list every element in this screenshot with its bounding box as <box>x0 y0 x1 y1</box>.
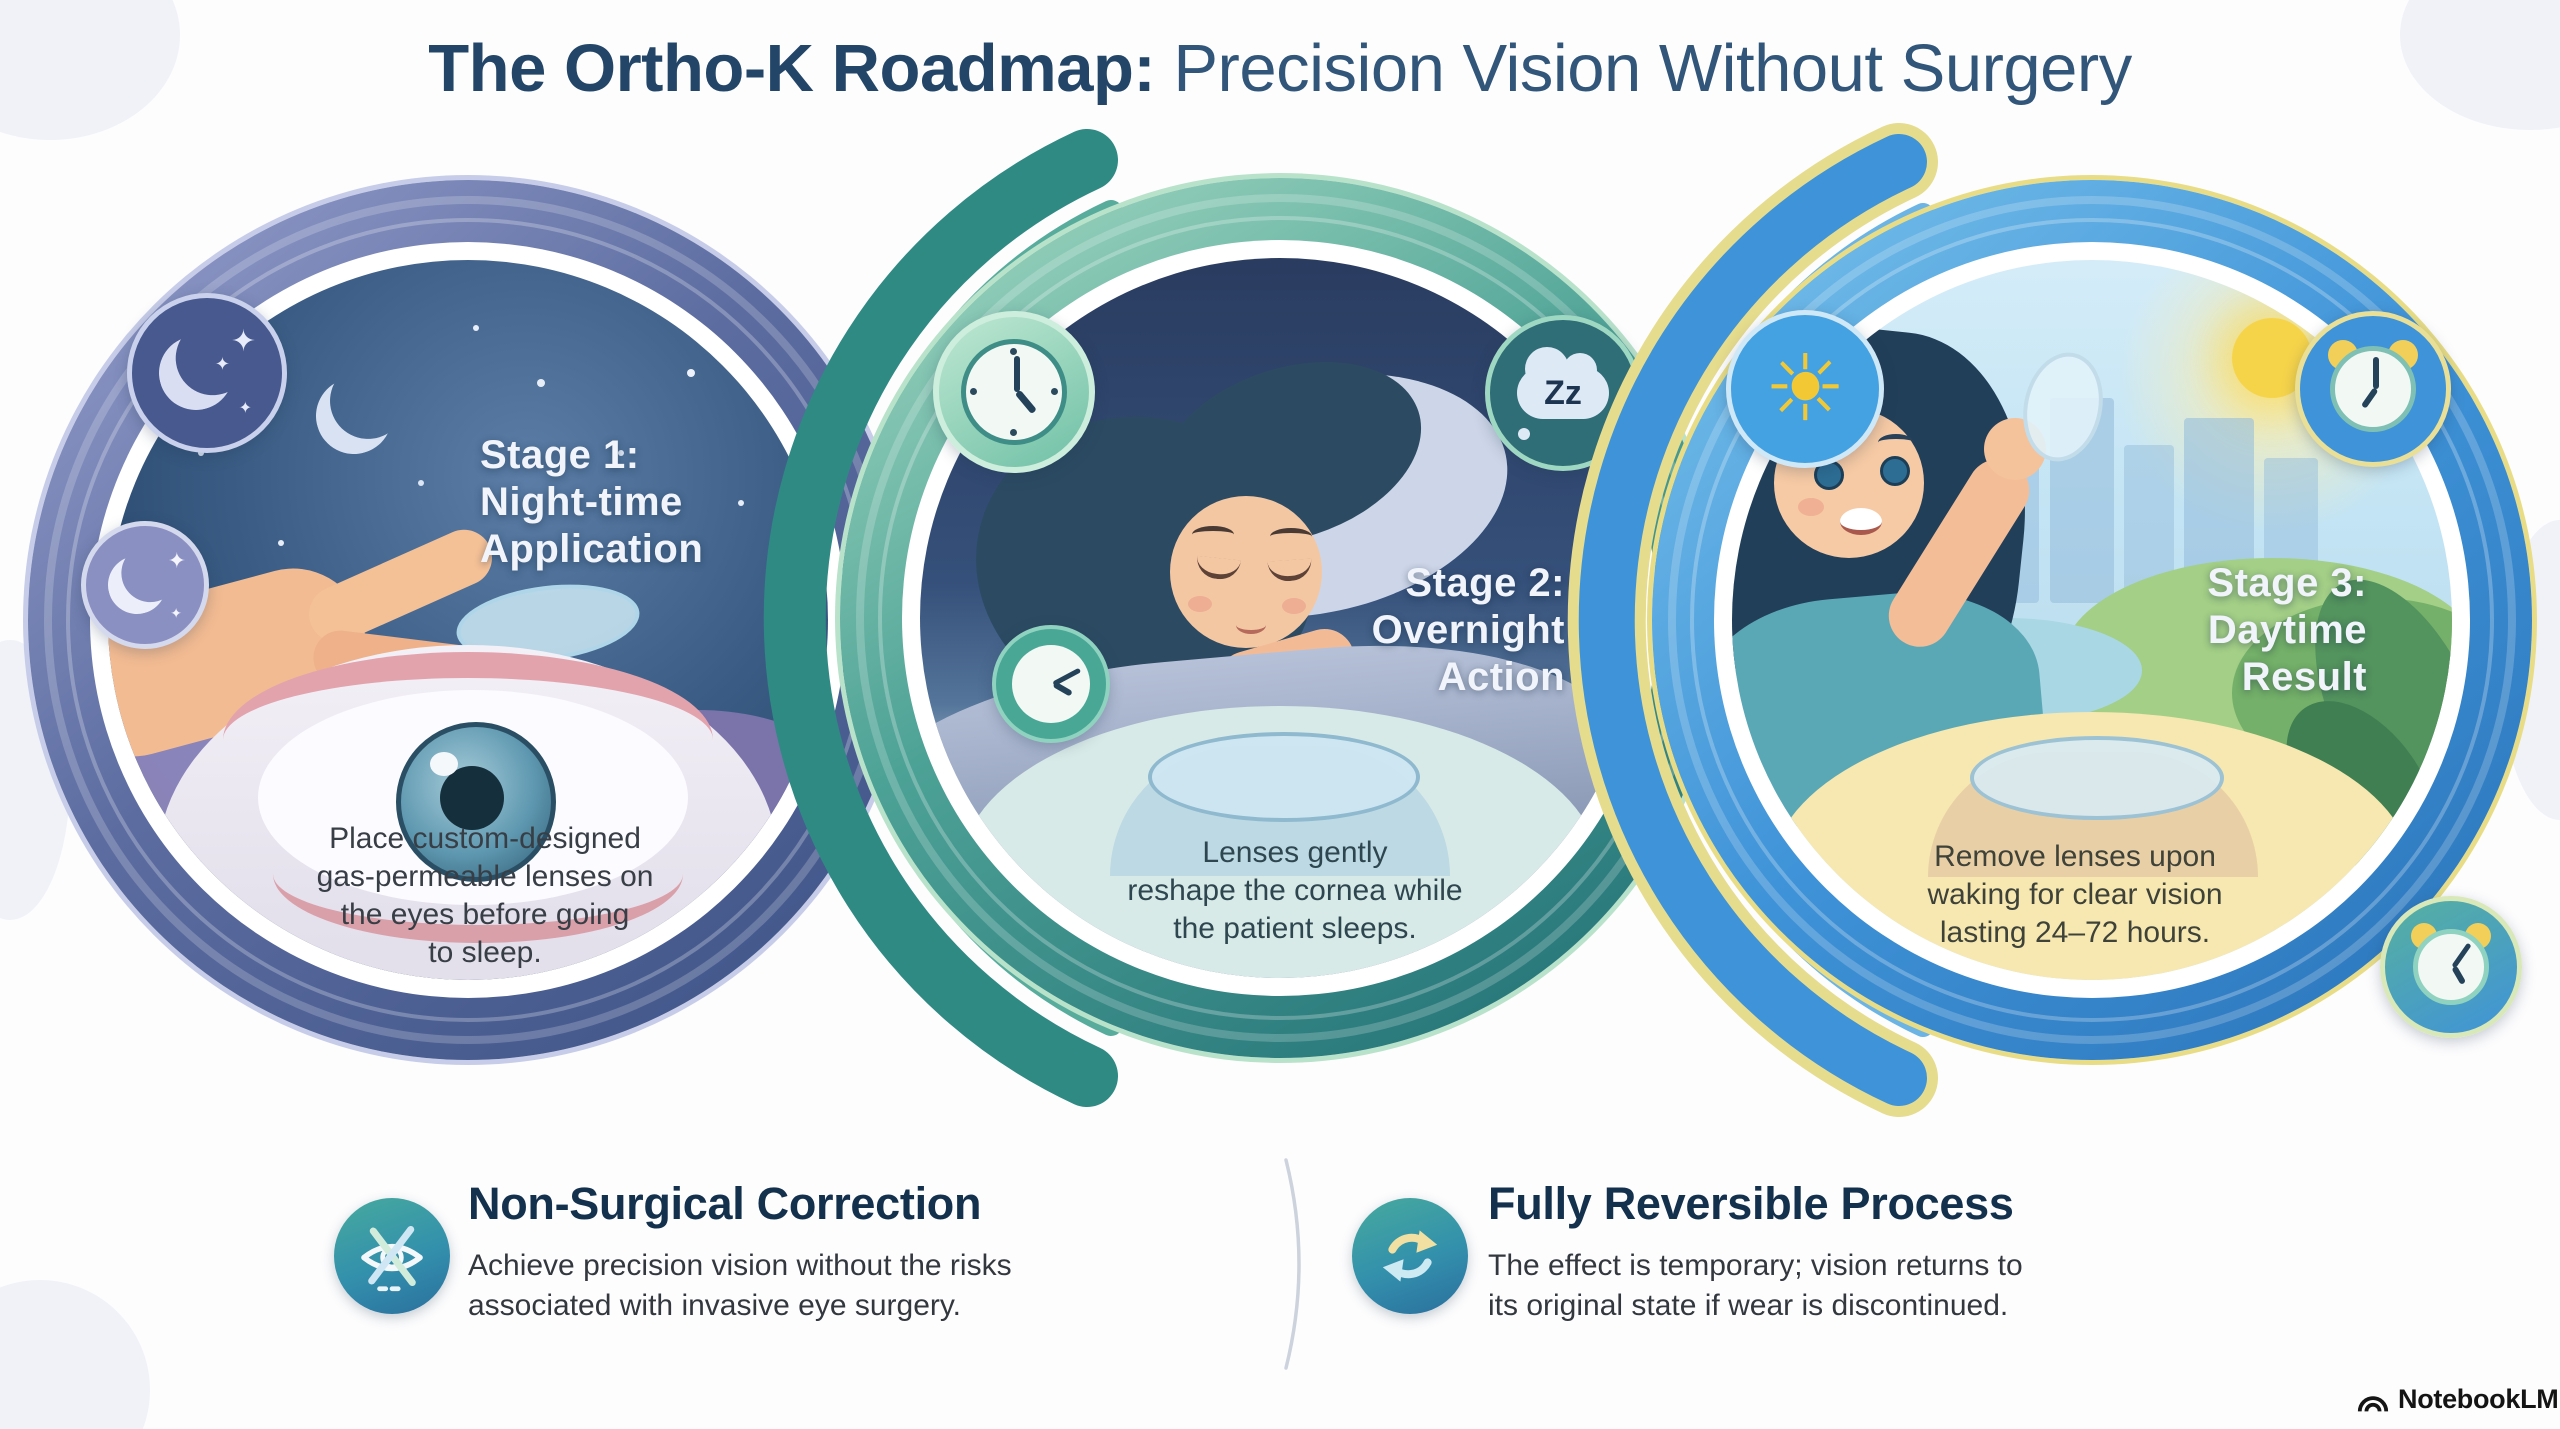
notebooklm-logo-icon <box>2357 1395 2389 1412</box>
stage-label-line: Stage 1: <box>480 433 640 477</box>
stage2-medallion: Stage 2: Overnight Action Lenses gently … <box>840 178 1720 1058</box>
stage1-medallion: Stage 1: Night-time Application Place cu… <box>28 180 908 1060</box>
stage-label-line: Action <box>1437 655 1565 699</box>
moon-sparkles-badge: ✦ ✦ <box>81 521 209 649</box>
clock-icon <box>1012 645 1090 723</box>
alarm-clock-badge <box>2380 896 2522 1038</box>
stage3-medallion: Stage 3: Daytime Result Remove lenses up… <box>1652 180 2532 1060</box>
alarm-clock-icon <box>2328 340 2418 432</box>
sparkle-icon: ✦ <box>167 548 186 573</box>
removed-lens <box>1970 736 2224 820</box>
stage2-caption: Lenses gently reshape the cornea while t… <box>1095 834 1495 948</box>
blush <box>1798 498 1824 516</box>
caption-line: to sleep. <box>428 936 542 969</box>
eyebrow <box>1878 434 1914 451</box>
cycle-arrows-glyph <box>1382 1230 1438 1282</box>
benefit-body-line: Achieve precision vision without the ris… <box>468 1249 1012 1282</box>
stage2-label: Stage 2: Overnight Action <box>1320 560 1565 701</box>
caption-line: gas-permeable lenses on <box>316 860 654 893</box>
sparkle-icon: ✦ <box>214 354 230 374</box>
sleep-zz-badge: Zz <box>1485 315 1641 471</box>
benefit1-body: Achieve precision vision without the ris… <box>468 1246 1012 1326</box>
sun-icon: ☀ <box>1763 335 1847 442</box>
caption-line: the patient sleeps. <box>1173 912 1417 945</box>
ring-streak <box>1690 218 2494 1022</box>
caption-line: Lenses gently <box>1202 836 1388 869</box>
caption-line: Remove lenses upon <box>1934 840 2216 873</box>
benefit-body-line: its original state if wear is discontinu… <box>1488 1289 2009 1322</box>
hour-hand <box>1052 681 1073 697</box>
stage-label-line: Daytime <box>2207 608 2367 652</box>
sun-badge: ☀ <box>1726 310 1884 468</box>
minute-hand <box>2451 942 2472 969</box>
clock-icon <box>961 339 1067 445</box>
small-clock-icon <box>992 625 1110 743</box>
stage1-label: Stage 1: Night-time Application <box>480 432 740 573</box>
benefit-body-line: associated with invasive eye surgery. <box>468 1289 962 1322</box>
eye-glint <box>430 752 458 776</box>
open-eye <box>1880 456 1910 486</box>
stage1-caption: Place custom-designed gas-permeable lens… <box>285 820 685 972</box>
caption-line: the eyes before going <box>340 898 630 931</box>
zz-text: Zz <box>1544 373 1582 412</box>
sparkle-icon: ✦ <box>230 325 256 358</box>
stage-label-line: Application <box>480 527 704 571</box>
hour-hand <box>2451 965 2467 985</box>
hour-hand <box>1014 389 1037 415</box>
no-surgery-icon <box>334 1198 450 1314</box>
moon-icon <box>306 368 402 464</box>
minute-hand <box>1014 356 1020 392</box>
stage1-illustration: Stage 1: Night-time Application Place cu… <box>108 260 828 980</box>
sleep-cloud-icon: Zz <box>1517 347 1609 419</box>
minute-hand <box>2373 357 2379 389</box>
crossed-scalpel-eye-glyph <box>361 1225 423 1292</box>
page-title: The Ortho-K Roadmap: Precision Vision Wi… <box>0 30 2560 107</box>
smile <box>1840 508 1882 535</box>
benefit2-body: The effect is temporary; vision returns … <box>1488 1246 2023 1326</box>
stage3-caption: Remove lenses upon waking for clear visi… <box>1875 838 2275 952</box>
moon-icon <box>101 549 172 620</box>
title-bold-part: The Ortho-K Roadmap: <box>428 31 1156 106</box>
notebooklm-watermark: NotebookLM <box>2356 1384 2559 1415</box>
benefit-divider <box>1284 1158 1301 1370</box>
blush <box>1282 598 1306 614</box>
stage-label-line: Stage 2: <box>1405 561 1565 605</box>
stage-label-line: Stage 3: <box>2207 561 2367 605</box>
caption-line: Place custom-designed <box>329 822 641 855</box>
alarm-clock-badge <box>2295 311 2451 467</box>
stage3-label: Stage 3: Daytime Result <box>2182 560 2367 701</box>
caption-line: waking for clear vision <box>1927 878 2223 911</box>
reshaping-lens <box>1148 732 1420 822</box>
title-regular-part: Precision Vision Without Surgery <box>1155 31 2132 106</box>
caption-line: reshape the cornea while <box>1127 874 1463 907</box>
background-blob <box>0 1280 150 1429</box>
sparkle-icon: ✦ <box>238 400 252 417</box>
clock-badge <box>933 311 1095 473</box>
sparkle-icon: ✦ <box>170 605 182 621</box>
stage-label-line: Night-time <box>480 480 683 524</box>
reversible-cycle-icon <box>1352 1198 1468 1314</box>
alarm-clock-icon <box>2411 923 2491 1005</box>
watermark-brand: NotebookLM <box>2398 1384 2559 1414</box>
mouth <box>1236 616 1266 634</box>
benefit1-heading: Non-Surgical Correction <box>468 1178 982 1229</box>
benefit-body-line: The effect is temporary; vision returns … <box>1488 1249 2023 1282</box>
cloud-dot <box>1518 428 1530 440</box>
eyebrow <box>1192 526 1234 543</box>
hour-hand <box>2360 387 2379 409</box>
stage-label-line: Overnight <box>1371 608 1565 652</box>
benefit2-heading: Fully Reversible Process <box>1488 1178 2014 1229</box>
eyebrow <box>1270 528 1312 545</box>
ring-streak <box>1668 196 2516 1044</box>
blush <box>1188 596 1212 612</box>
stage-label-line: Result <box>2241 655 2367 699</box>
moon-sparkles-badge: ✦ ✦ ✦ <box>127 293 287 453</box>
caption-line: lasting 24–72 hours. <box>1939 916 2211 949</box>
